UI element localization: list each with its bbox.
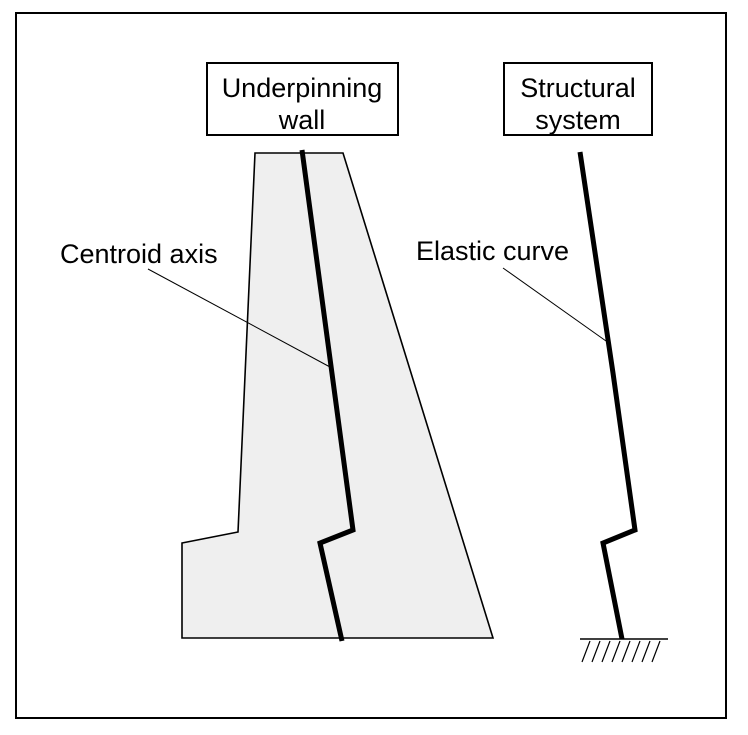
underpinning-wall-figure: Centroid axis Underpinning wall [60, 62, 495, 642]
structural-system-title-line1: Structural [520, 73, 636, 103]
elastic-curve-line [577, 151, 638, 640]
elastic-curve-leader-line [502, 267, 607, 342]
underpinning-wall-title-line2: wall [278, 105, 326, 135]
ground-hatching [581, 640, 661, 663]
structural-system-title-box [503, 62, 653, 136]
elastic-curve-label: Elastic curve [416, 236, 569, 266]
wall-cross-section [181, 152, 495, 639]
underpinning-wall-title-box [206, 62, 399, 136]
underpinning-wall-title-line1: Underpinning [222, 73, 383, 103]
centroid-axis-label: Centroid axis [60, 239, 218, 269]
structural-system-title-line2: system [535, 105, 621, 135]
centroid-axis-leader-line [147, 268, 331, 368]
centroid-axis-line [299, 149, 356, 642]
structural-system-figure: Elastic curve Structural system [416, 62, 668, 663]
